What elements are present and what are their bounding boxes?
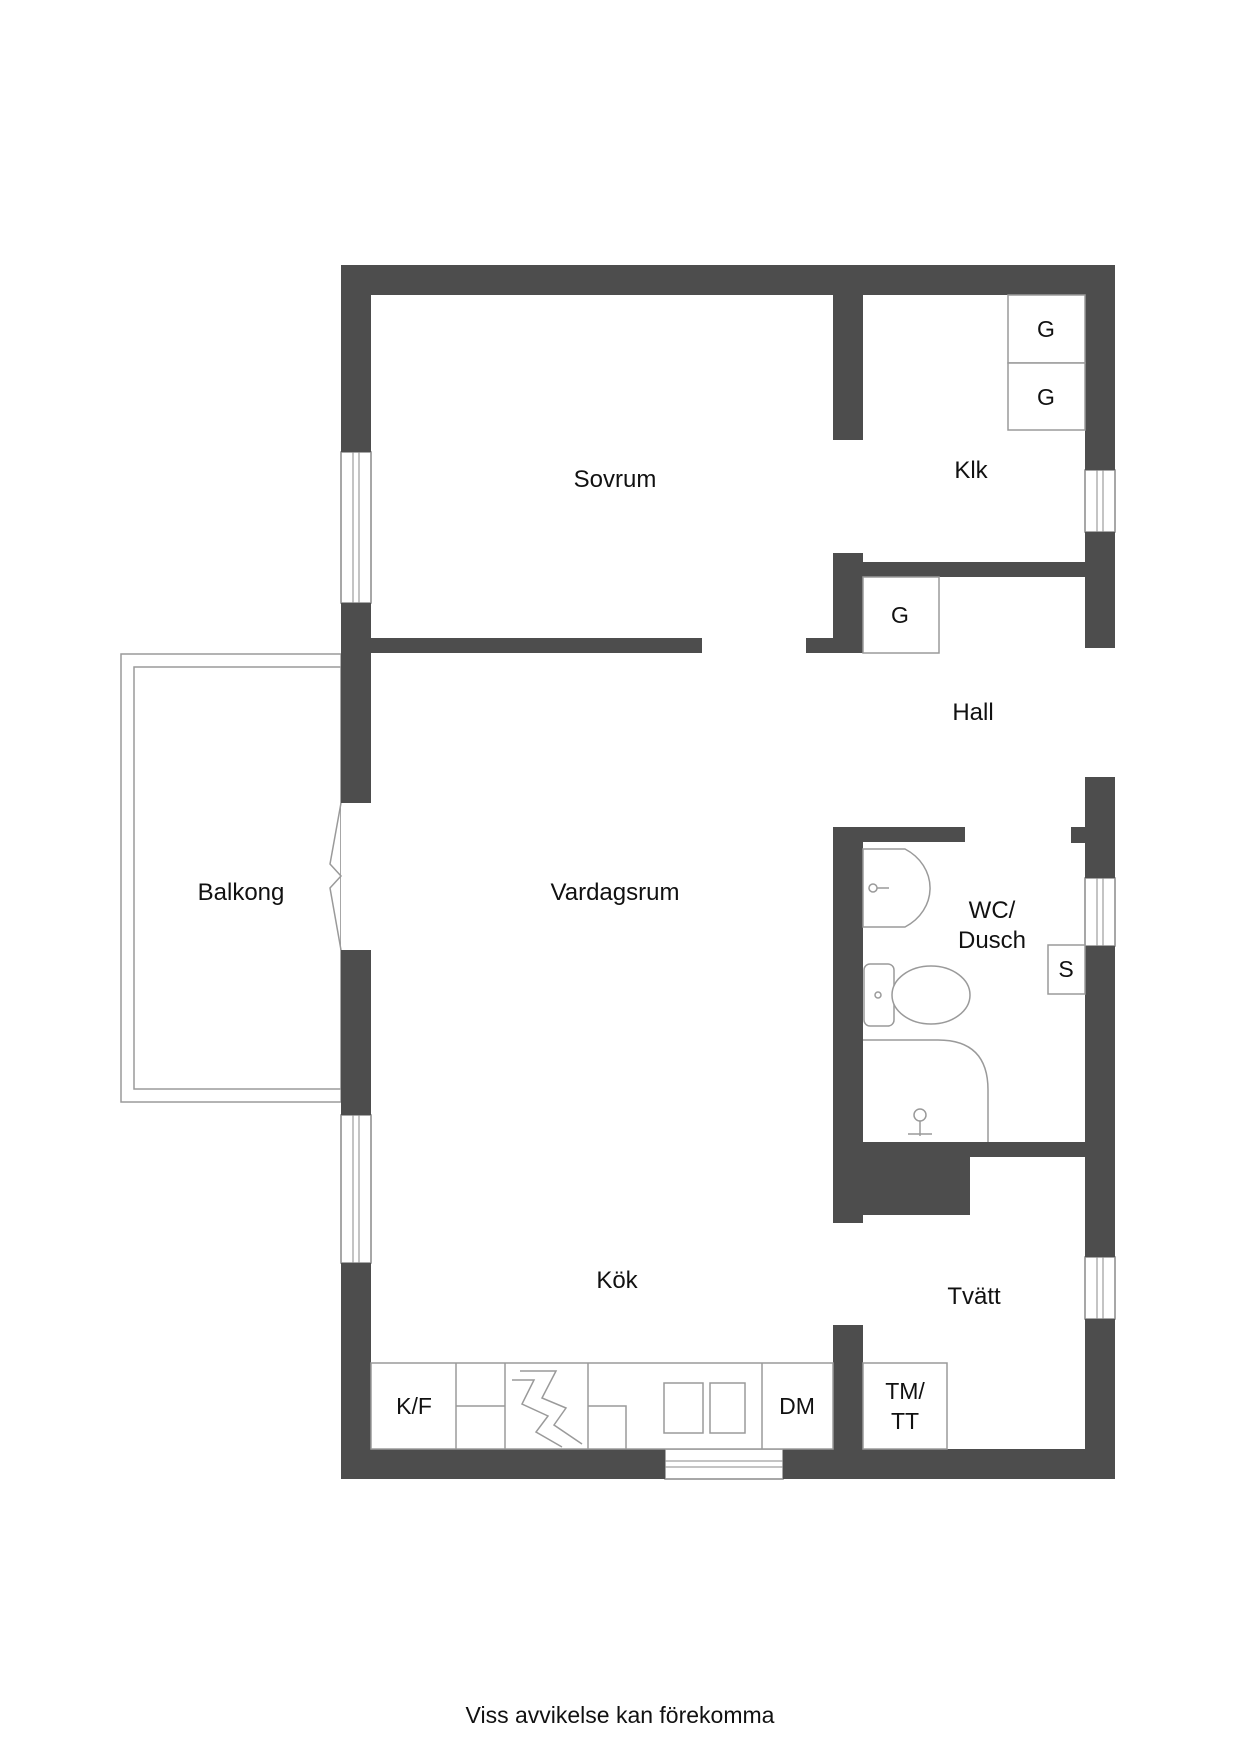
bathroom-fixtures [862, 848, 1086, 1142]
wardrobe [862, 576, 940, 654]
windows [340, 451, 1116, 1480]
room-label-tvatt: Tvätt [947, 1283, 1001, 1310]
room-label-dusch: Dusch [958, 927, 1026, 954]
room-label-sovrum: Sovrum [574, 466, 657, 493]
washbasin-icon [862, 848, 931, 928]
wardrobe-label: G [1037, 384, 1055, 410]
interior-walls [371, 295, 1085, 1449]
wardrobe-label: G [891, 602, 909, 628]
cabinet [1047, 944, 1086, 995]
wardrobe [1007, 362, 1086, 431]
room-label-kok: Kök [596, 1267, 638, 1294]
room-label-hall: Hall [952, 699, 993, 726]
shower-icon [863, 1039, 989, 1142]
dryer-label: TT [891, 1408, 919, 1434]
kitchen-counter [370, 1362, 834, 1450]
washer-label: TM/ [885, 1378, 925, 1404]
exterior-walls [341, 265, 1115, 1479]
disclaimer-text: Viss avvikelse kan förekomma [465, 1702, 775, 1728]
room-label-wc: WC/ [969, 897, 1016, 924]
washing-machine [862, 1362, 948, 1450]
dishwasher-label: DM [779, 1393, 815, 1419]
cabinet-label: S [1058, 956, 1073, 982]
fixture-labels: G G G S K/F DM TM/ TT [396, 316, 1074, 1434]
wardrobe [1007, 294, 1086, 364]
fridge-freezer-label: K/F [396, 1393, 432, 1419]
room-label-vardagsrum: Vardagsrum [551, 879, 680, 906]
balcony [120, 653, 342, 1103]
stove-icon [512, 1370, 583, 1448]
room-label-balkong: Balkong [198, 879, 285, 906]
wardrobes [862, 294, 1086, 654]
toilet-icon [863, 963, 971, 1027]
wardrobe-label: G [1037, 316, 1055, 342]
room-labels: Sovrum Klk Hall Vardagsrum Balkong WC/ D… [198, 457, 1026, 1310]
room-label-klk: Klk [954, 457, 988, 484]
sink-icon [663, 1382, 746, 1434]
balcony-door [329, 802, 371, 951]
